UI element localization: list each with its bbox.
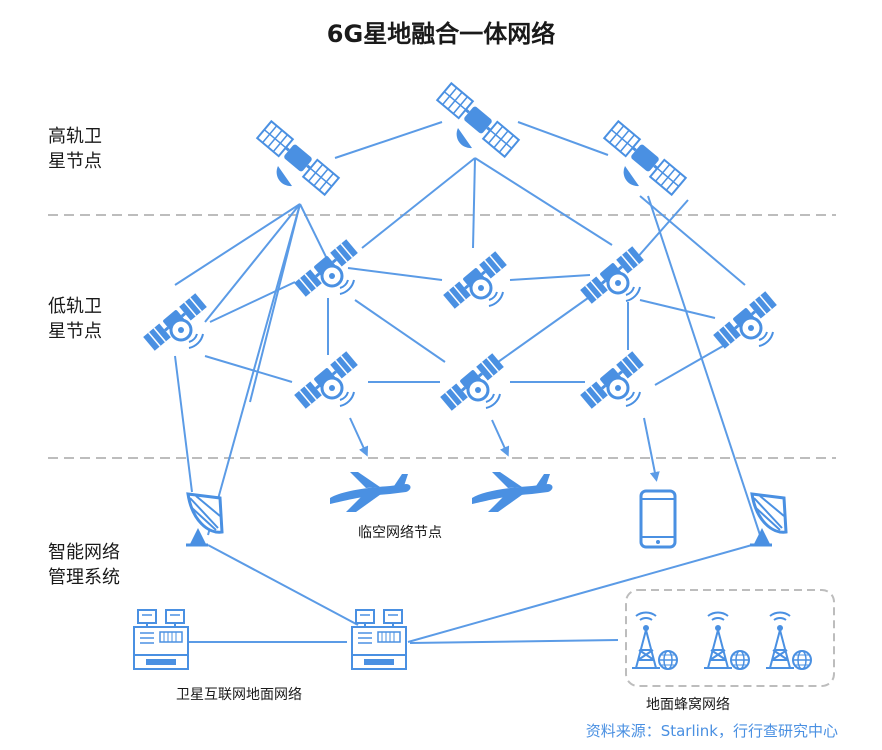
cellular-network-box: [625, 589, 835, 687]
arrow: [643, 417, 660, 482]
cell-tower-icon: [765, 611, 812, 670]
layer-label-low-orbit: 低轨卫星节点: [48, 296, 102, 342]
link: [474, 157, 613, 246]
link: [517, 121, 609, 156]
link: [209, 281, 296, 323]
link: [347, 267, 443, 281]
satellite-icon: [441, 249, 509, 311]
airplane-icon: [472, 472, 553, 512]
link: [207, 544, 359, 626]
link: [174, 203, 301, 286]
link: [509, 274, 591, 281]
satellite-icon: [435, 81, 521, 159]
link: [174, 355, 193, 493]
link: [497, 297, 589, 363]
downlink-arrows: [349, 417, 660, 482]
satellite-icon: [578, 349, 646, 411]
dish-antenna-icon: [184, 492, 224, 547]
link: [647, 195, 761, 536]
link: [639, 195, 746, 286]
link: [361, 157, 476, 249]
satellite-icon: [255, 119, 341, 197]
arrow: [349, 417, 369, 457]
link: [654, 341, 731, 386]
caption-cellular: 地面蜂窝网络: [646, 697, 730, 713]
satellite-icon: [711, 289, 779, 351]
link: [639, 299, 716, 319]
link: [299, 203, 331, 266]
diagram-title: 6G星地融合一体网络: [326, 20, 556, 48]
server-icon: [133, 609, 189, 670]
link: [204, 203, 301, 323]
layer-label-high-orbit: 高轨卫星节点: [48, 126, 102, 172]
airplane-icon: [330, 472, 411, 512]
cell-tower-icon: [631, 611, 678, 670]
link: [207, 203, 301, 536]
layer-label-ground-mgmt: 智能网络管理系统: [48, 542, 120, 588]
arrow: [491, 419, 510, 457]
source-note: 资料来源：Starlink，行行查研究中心: [585, 722, 838, 740]
satellite-icon: [602, 119, 688, 197]
caption-ground-net: 卫星互联网地面网络: [176, 687, 302, 703]
satellite-icon: [438, 351, 506, 413]
link: [354, 299, 446, 363]
caption-air-nodes: 临空网络节点: [358, 525, 442, 541]
link: [407, 544, 753, 643]
link: [472, 157, 476, 249]
link: [409, 639, 619, 644]
phone-icon: [639, 489, 677, 549]
server-icon: [351, 609, 407, 670]
satellite-icon: [292, 349, 360, 411]
satellite-icon: [141, 291, 209, 353]
network-links: [174, 121, 761, 644]
cell-tower-icon: [703, 611, 750, 670]
link: [204, 355, 293, 383]
link: [334, 121, 443, 159]
